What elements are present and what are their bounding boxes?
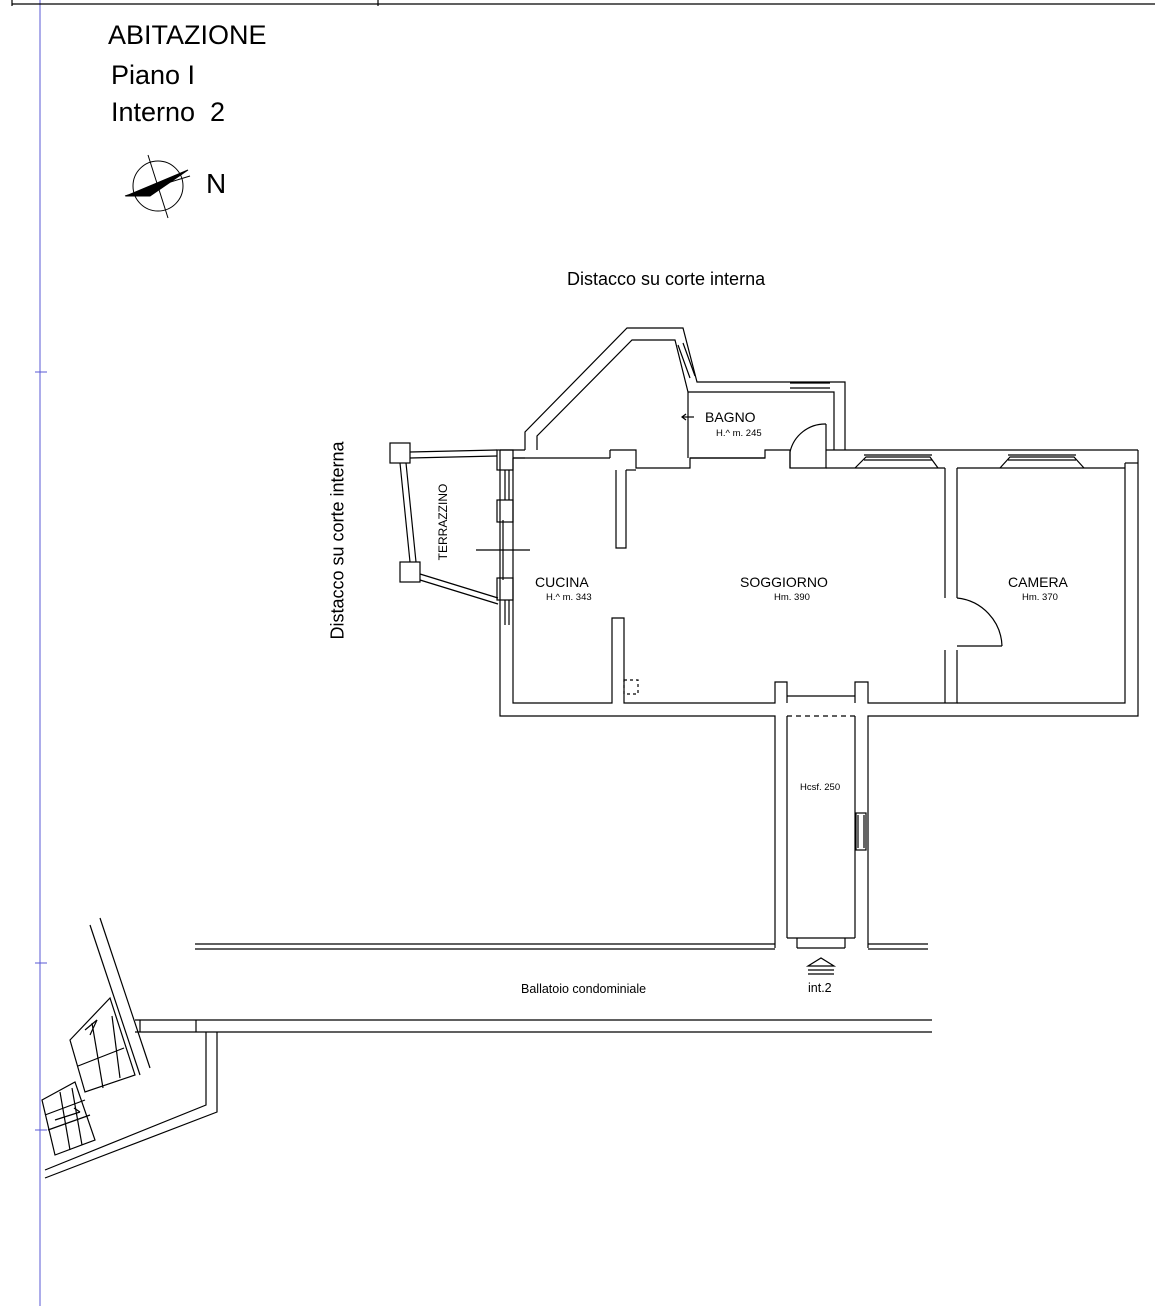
staircase [41,917,218,1179]
corridor-height: Hcsf. 250 [800,782,841,793]
common-balcony [135,943,932,1033]
bedroom-height: Hm. 370 [1022,592,1058,603]
living-height: Hm. 390 [774,592,810,603]
living-name: SOGGIORNO [740,574,828,590]
entrance-label: int.2 [808,981,832,995]
terrace [389,442,530,605]
floor-label: Piano I [111,60,196,90]
top-note: Distacco su corte interna [567,269,766,289]
kitchen-name: CUCINA [535,574,589,590]
doors [623,423,1003,717]
terrace-label: TERRAZZINO [436,483,450,561]
bathroom-height: H.^ m. 245 [716,428,762,439]
kitchen-height: H.^ m. 343 [546,592,592,603]
unit-label: Interno 2 [111,97,226,127]
apartment-walls [499,449,1139,949]
bathroom-name: BAGNO [705,409,756,425]
compass-icon [124,154,191,219]
bathroom-wing [524,327,846,459]
balcony-label: Ballatoio condominiale [521,982,647,996]
bedroom-name: CAMERA [1008,574,1068,590]
left-note: Distacco su corte interna [327,441,348,640]
bathroom-arrow-icon [681,413,694,421]
top-border [11,0,1155,6]
title: ABITAZIONE [108,20,267,50]
windows [504,454,1085,851]
north-label: N [206,168,227,199]
page-frame [35,0,47,1306]
entrance-arrow-icon [805,957,837,975]
